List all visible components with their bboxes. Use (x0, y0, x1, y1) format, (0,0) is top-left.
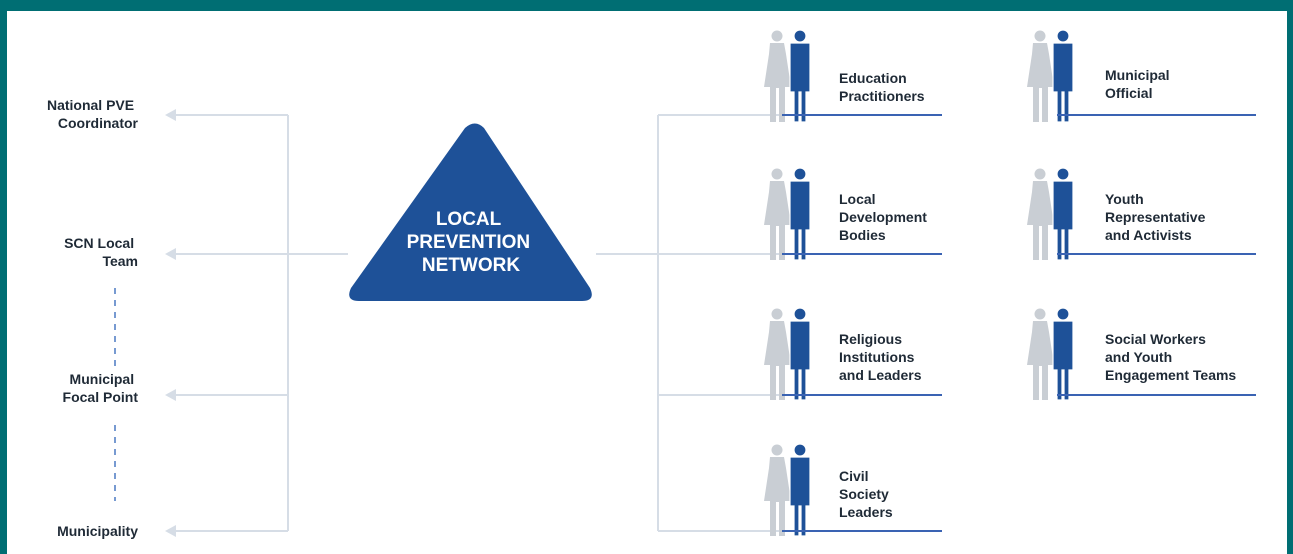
left-connectors (176, 114, 348, 532)
node-label-local-development: Local Development Bodies (839, 191, 931, 243)
node-label-municipality: Municipality (57, 523, 138, 539)
node-label-education: Education Practitioners (839, 70, 925, 104)
node-label-religious: Religious Institutions and Leaders (839, 331, 922, 383)
center-triangle (349, 123, 592, 301)
node-label-civil-society: Civil Society Leaders (839, 468, 893, 520)
arrowhead-scn-local (165, 248, 176, 260)
node-label-municipal-official: Municipal Official (1105, 67, 1173, 101)
right-node-local-development: Local Development Bodies (763, 167, 942, 261)
two-person-icon (1026, 29, 1074, 123)
center-node: LOCAL PREVENTION NETWORK (349, 123, 592, 301)
left-node-labels: National PVE Coordinator SCN Local Team … (47, 97, 139, 539)
node-label-national-pve: National PVE Coordinator (47, 97, 139, 131)
center-label: LOCAL PREVENTION NETWORK (407, 209, 536, 276)
right-node-religious: Religious Institutions and Leaders (763, 307, 942, 401)
node-label-municipal-focal-point: Municipal Focal Point (63, 371, 139, 405)
two-person-icon (763, 167, 811, 261)
node-label-scn-local-team: SCN Local Team (64, 235, 138, 269)
arrowhead-national-pve (165, 109, 176, 121)
left-arrowheads (165, 109, 176, 537)
right-node-civil-society: Civil Society Leaders (763, 443, 942, 537)
right-node-social-workers: Social Workers and Youth Engagement Team… (1026, 307, 1256, 401)
right-node-municipal-official: Municipal Official (1026, 29, 1256, 123)
node-label-youth: Youth Representative and Activists (1105, 191, 1209, 243)
two-person-icon (763, 443, 811, 537)
two-person-icon (1026, 307, 1074, 401)
two-person-icon (1026, 167, 1074, 261)
right-node-education: Education Practitioners (763, 29, 942, 123)
node-label-social-workers: Social Workers and Youth Engagement Team… (1105, 331, 1236, 383)
right-node-youth: Youth Representative and Activists (1026, 167, 1256, 261)
two-person-icon (763, 307, 811, 401)
two-person-icon (763, 29, 811, 123)
arrowhead-municipality (165, 525, 176, 537)
right-connectors (596, 114, 782, 532)
arrowhead-municipal-focal (165, 389, 176, 401)
diagram-canvas: National PVE Coordinator SCN Local Team … (47, 29, 1256, 539)
